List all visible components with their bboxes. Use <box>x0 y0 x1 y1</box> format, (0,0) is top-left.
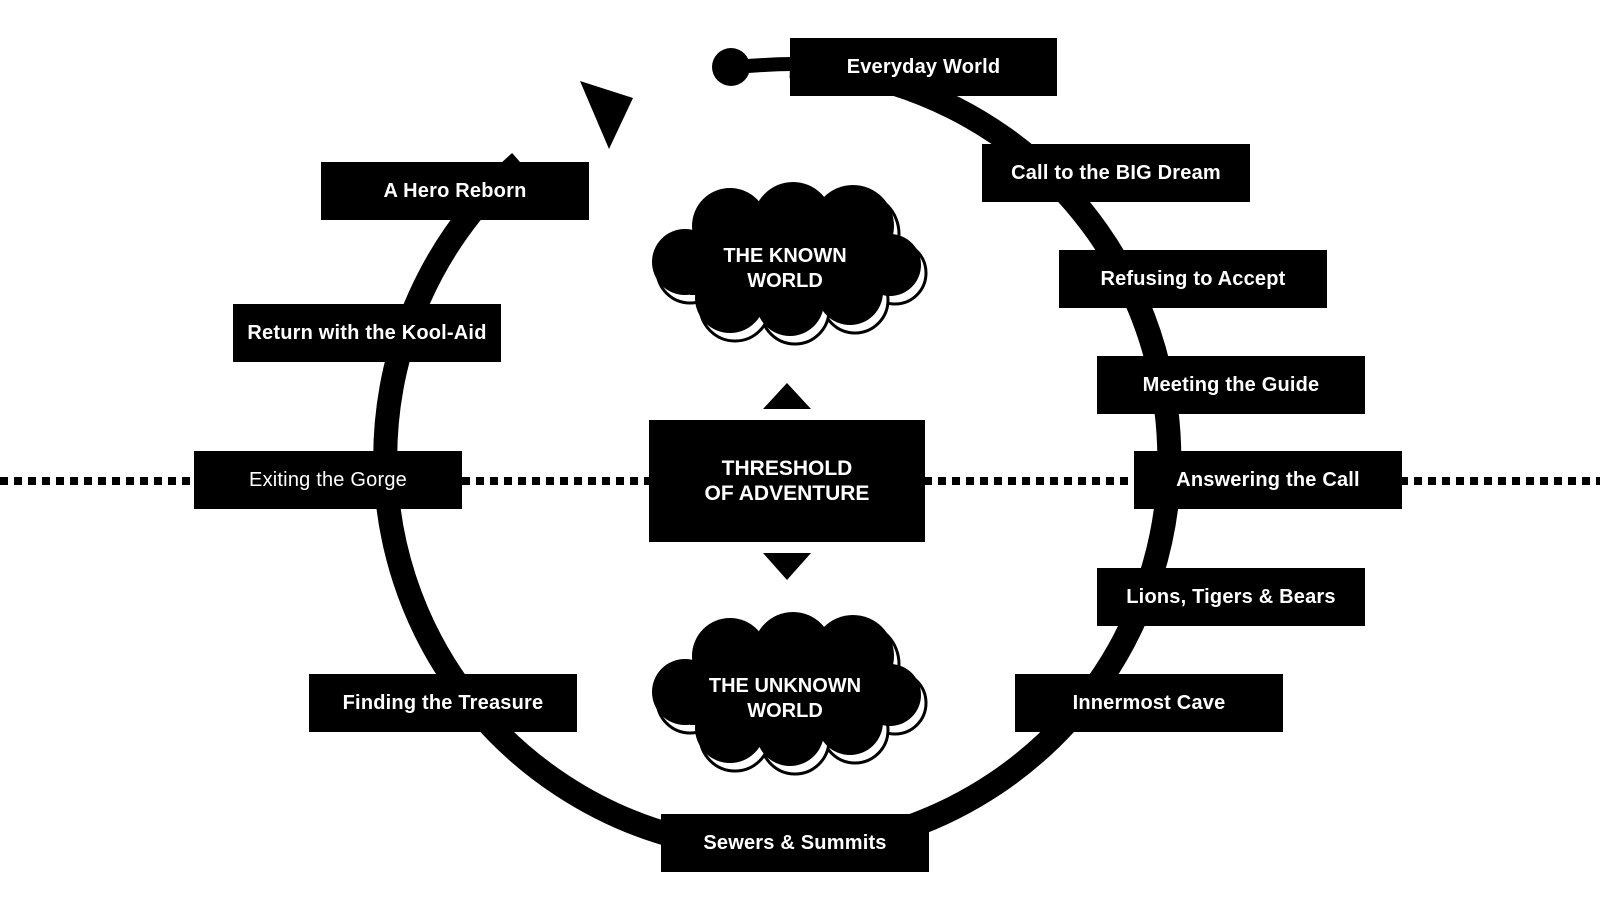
triangle-down-icon <box>763 553 811 580</box>
arrow-head-icon <box>580 81 633 149</box>
stage-exiting-gorge: Exiting the Gorge <box>194 451 462 509</box>
cloud-icon <box>652 182 928 346</box>
unknown-world-line-1: THE UNKNOWN <box>708 675 862 697</box>
unknown-world-label: THE UNKNOWN WORLD <box>685 674 885 724</box>
cloud-icon <box>652 612 928 776</box>
stage-everyday-world: Everyday World <box>790 38 1057 96</box>
unknown-world-line-2: WORLD <box>747 700 823 722</box>
stage-refusing-accept: Refusing to Accept <box>1059 250 1327 308</box>
known-world-label: THE KNOWN WORLD <box>685 244 885 294</box>
stage-meeting-guide: Meeting the Guide <box>1097 356 1365 414</box>
threshold-box: THRESHOLD OF ADVENTURE <box>649 420 925 542</box>
known-world-line-1: THE KNOWN <box>723 245 847 267</box>
known-world-line-2: WORLD <box>747 270 823 292</box>
stage-innermost-cave: Innermost Cave <box>1015 674 1283 732</box>
stage-lions-tigers-bears: Lions, Tigers & Bears <box>1097 568 1365 626</box>
stage-return-kool-aid: Return with the Kool-Aid <box>233 304 501 362</box>
stage-hero-reborn: A Hero Reborn <box>321 162 589 220</box>
start-dot-icon <box>712 48 750 86</box>
threshold-line-1: THRESHOLD <box>721 457 853 480</box>
stage-answering-call: Answering the Call <box>1134 451 1402 509</box>
triangle-up-icon <box>763 383 811 409</box>
stage-call-big-dream: Call to the BIG Dream <box>982 144 1250 202</box>
threshold-line-2: OF ADVENTURE <box>704 482 870 505</box>
stage-sewers-summits: Sewers & Summits <box>661 814 929 872</box>
stage-finding-treasure: Finding the Treasure <box>309 674 577 732</box>
